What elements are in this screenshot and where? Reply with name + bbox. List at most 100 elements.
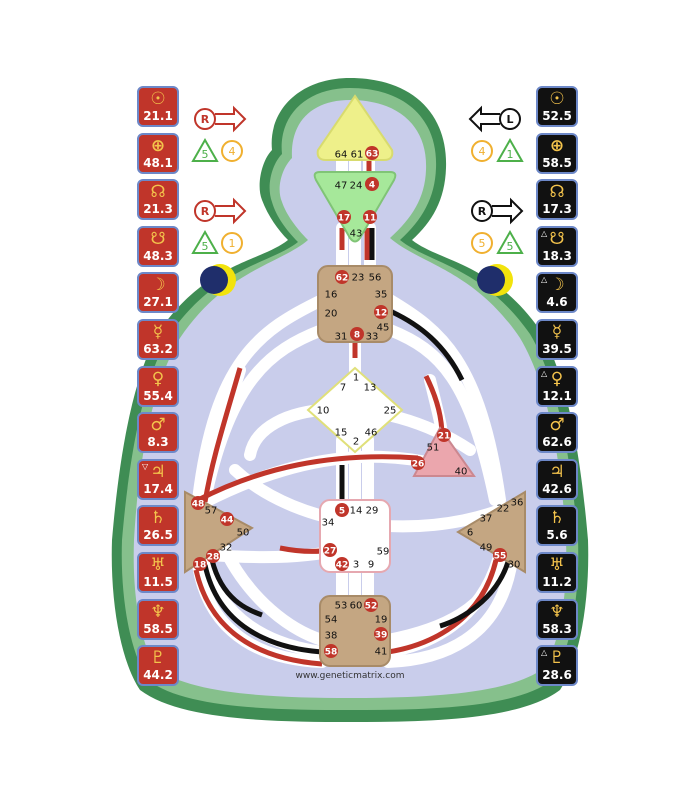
planet-panel-mars: ♂62.6	[536, 412, 578, 454]
planet-value: 28.6	[542, 668, 572, 683]
gate-10: 10	[317, 406, 330, 417]
neptune-icon: ♆	[549, 601, 565, 622]
gate-46: 46	[365, 428, 378, 439]
gate-6: 6	[467, 528, 473, 539]
gate-48: 48	[192, 500, 205, 510]
planet-panel-sun: ☉21.1	[137, 86, 179, 127]
planet-value: 55.4	[143, 388, 173, 403]
gate-59: 59	[377, 547, 390, 558]
planet-panel-mars: ♂8.3	[137, 412, 179, 454]
gate-17-marker	[337, 210, 351, 224]
svg-text:R: R	[201, 205, 210, 218]
gate-35: 35	[375, 290, 388, 301]
gate-26: 26	[412, 460, 425, 470]
earth-icon: ⊕	[150, 135, 166, 156]
moon-icon: ☽	[549, 275, 565, 296]
gate-22: 22	[497, 504, 510, 515]
pluto-icon: ♇	[549, 648, 565, 669]
sun-icon: ☉	[549, 89, 565, 109]
gate-44-marker	[220, 512, 234, 526]
planet-value: 42.6	[542, 481, 572, 496]
retro-mark-icon: △	[541, 228, 548, 238]
moon-icon: ☽	[150, 275, 166, 296]
south-node-icon: ☋	[549, 228, 565, 249]
gate-11-marker	[363, 210, 377, 224]
planet-panel-neptune: ♆58.3	[536, 598, 578, 640]
spleen-center	[184, 490, 254, 574]
planet-panel-north-node: ☊17.3	[536, 179, 578, 221]
svg-text:L: L	[506, 113, 513, 126]
planet-panel-venus: △♀12.1	[536, 365, 578, 407]
svg-text:5: 5	[202, 240, 209, 253]
gate-49: 49	[480, 543, 493, 554]
mercury-icon: ☿	[551, 322, 563, 342]
pluto-icon: ♇	[150, 648, 166, 669]
planet-panel-neptune: ♆58.5	[137, 598, 179, 640]
planet-panel-moon: ☽27.1	[137, 272, 179, 314]
gate-24: 24	[350, 181, 363, 192]
retro-mark-icon: △	[541, 368, 548, 378]
gate-33: 33	[366, 332, 379, 343]
planet-value: 48.3	[143, 248, 173, 263]
saturn-icon: ♄	[549, 508, 565, 529]
mercury-icon: ☿	[152, 322, 164, 342]
gate-27: 27	[324, 547, 337, 557]
planet-value: 39.5	[542, 342, 572, 356]
gate-18: 18	[194, 561, 207, 571]
variable-bottom-left: R 5 1	[191, 197, 247, 254]
gate-21-marker	[437, 428, 451, 442]
throat-center	[317, 265, 393, 343]
planet-value: 17.3	[542, 202, 572, 217]
gate-21: 21	[438, 432, 451, 442]
south-node-icon: ☋	[150, 228, 166, 249]
gate-55-marker	[493, 548, 507, 562]
gate-64: 64	[335, 150, 348, 161]
north-node-icon: ☊	[549, 182, 565, 203]
gate-62: 62	[336, 274, 349, 284]
gate-30: 30	[508, 560, 521, 571]
svg-text:5: 5	[507, 240, 514, 253]
gate-61: 61	[351, 150, 364, 161]
uranus-icon: ♅	[150, 555, 166, 575]
gate-15: 15	[335, 428, 348, 439]
gate-4: 4	[369, 181, 375, 191]
gate-44: 44	[221, 516, 234, 526]
gate-36: 36	[511, 498, 524, 509]
uranus-icon: ♅	[549, 555, 565, 575]
gate-52-marker	[364, 598, 378, 612]
svg-text:R: R	[201, 113, 210, 126]
gate-56: 56	[369, 273, 382, 284]
gate-63-marker	[365, 146, 379, 160]
retro-mark-icon: △	[541, 648, 548, 658]
gate-39-marker	[374, 627, 388, 641]
planet-panel-moon: △☽4.6	[536, 272, 578, 314]
gate-40: 40	[455, 467, 468, 478]
gate-28-marker	[206, 549, 220, 563]
planet-panel-sun: ☉52.5	[536, 86, 578, 127]
planet-value: 63.2	[143, 342, 173, 356]
gate-17: 17	[338, 214, 351, 224]
gate-8: 8	[354, 331, 360, 341]
planet-panel-pluto: ♇44.2	[137, 645, 179, 687]
planet-panel-saturn: ♄26.5	[137, 505, 179, 547]
planet-panel-jupiter: ♃42.6	[536, 458, 578, 500]
gate-50: 50	[237, 528, 250, 539]
gate-45: 45	[377, 323, 390, 334]
gate-42: 42	[336, 561, 349, 571]
planet-value: 8.3	[147, 435, 169, 450]
planet-panel-venus: ♀55.4	[137, 365, 179, 407]
planet-value: 58.5	[542, 155, 572, 170]
mars-icon: ♂	[549, 415, 565, 436]
gate-1: 1	[353, 373, 359, 384]
solar-plexus-center	[456, 490, 526, 574]
gate-58: 58	[325, 648, 338, 658]
svg-text:5: 5	[202, 148, 209, 161]
gate-52: 52	[365, 602, 378, 612]
gate-4-marker	[365, 177, 379, 191]
planet-panel-south-node: △☋18.3	[536, 225, 578, 267]
planet-value: 62.6	[542, 435, 572, 450]
gate-20: 20	[325, 309, 338, 320]
planet-value: 5.6	[546, 528, 568, 543]
planet-panel-north-node: ☊21.3	[137, 179, 179, 221]
planet-value: 52.5	[542, 109, 572, 123]
